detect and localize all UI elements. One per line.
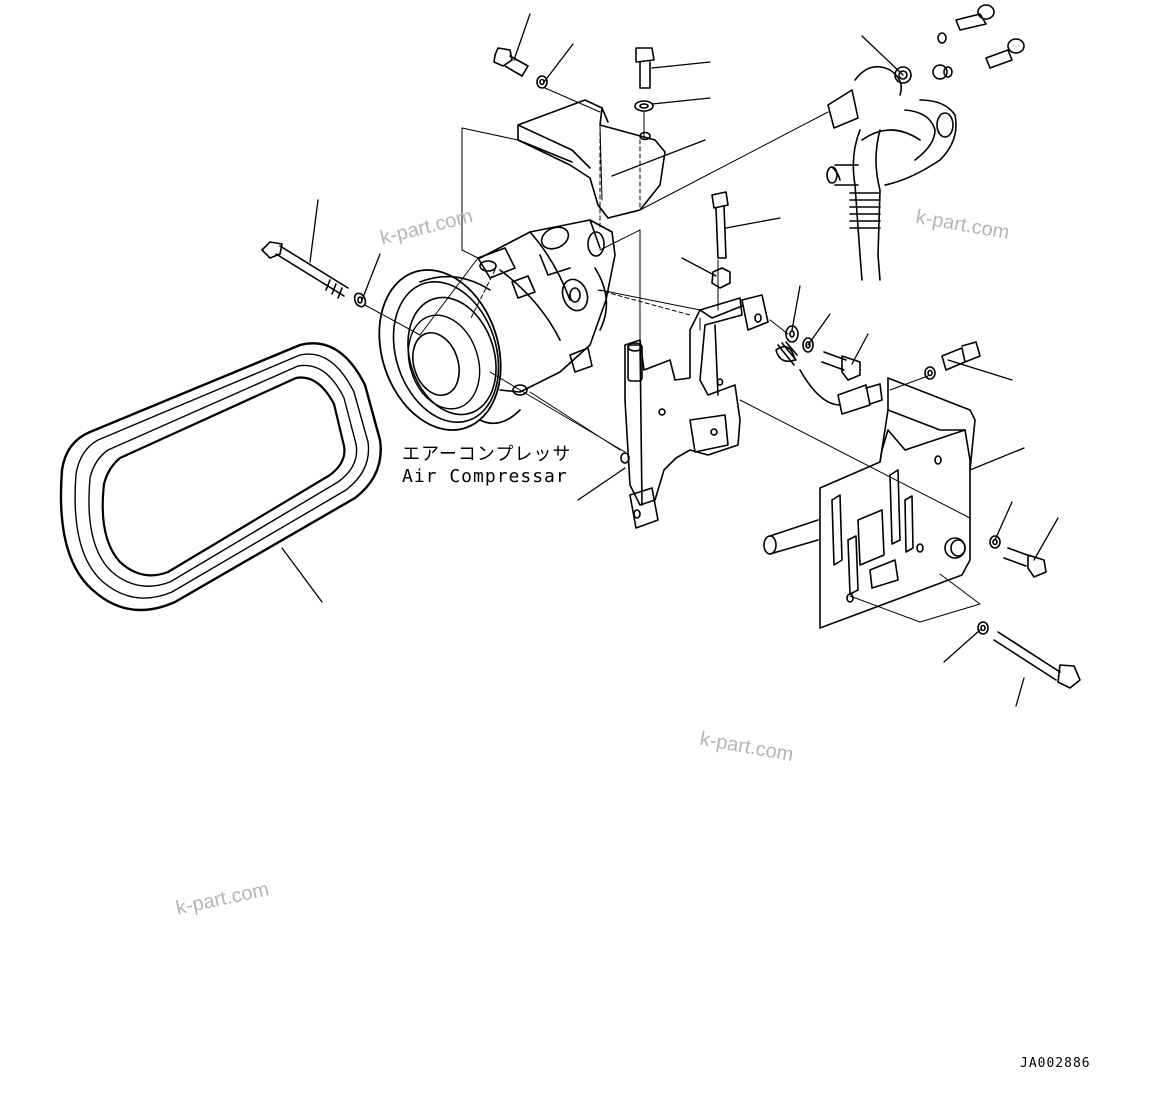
compressor-cover-bracket bbox=[518, 100, 665, 218]
fasteners bbox=[262, 5, 1080, 688]
hidden-lines bbox=[470, 125, 690, 320]
v-belt bbox=[61, 343, 381, 610]
air-compressor bbox=[359, 220, 615, 446]
compressor-label-english: Air Compressar bbox=[402, 466, 568, 487]
leader-lines bbox=[282, 14, 1058, 706]
compressor-mount-bracket bbox=[621, 295, 768, 528]
refrigerant-hose bbox=[827, 65, 956, 280]
compressor-label-japanese: エアーコンプレッサ bbox=[402, 444, 572, 465]
adjuster-plate bbox=[764, 378, 975, 628]
assembly-lines bbox=[365, 88, 980, 622]
drawing-code: JA002886 bbox=[1020, 1056, 1091, 1071]
